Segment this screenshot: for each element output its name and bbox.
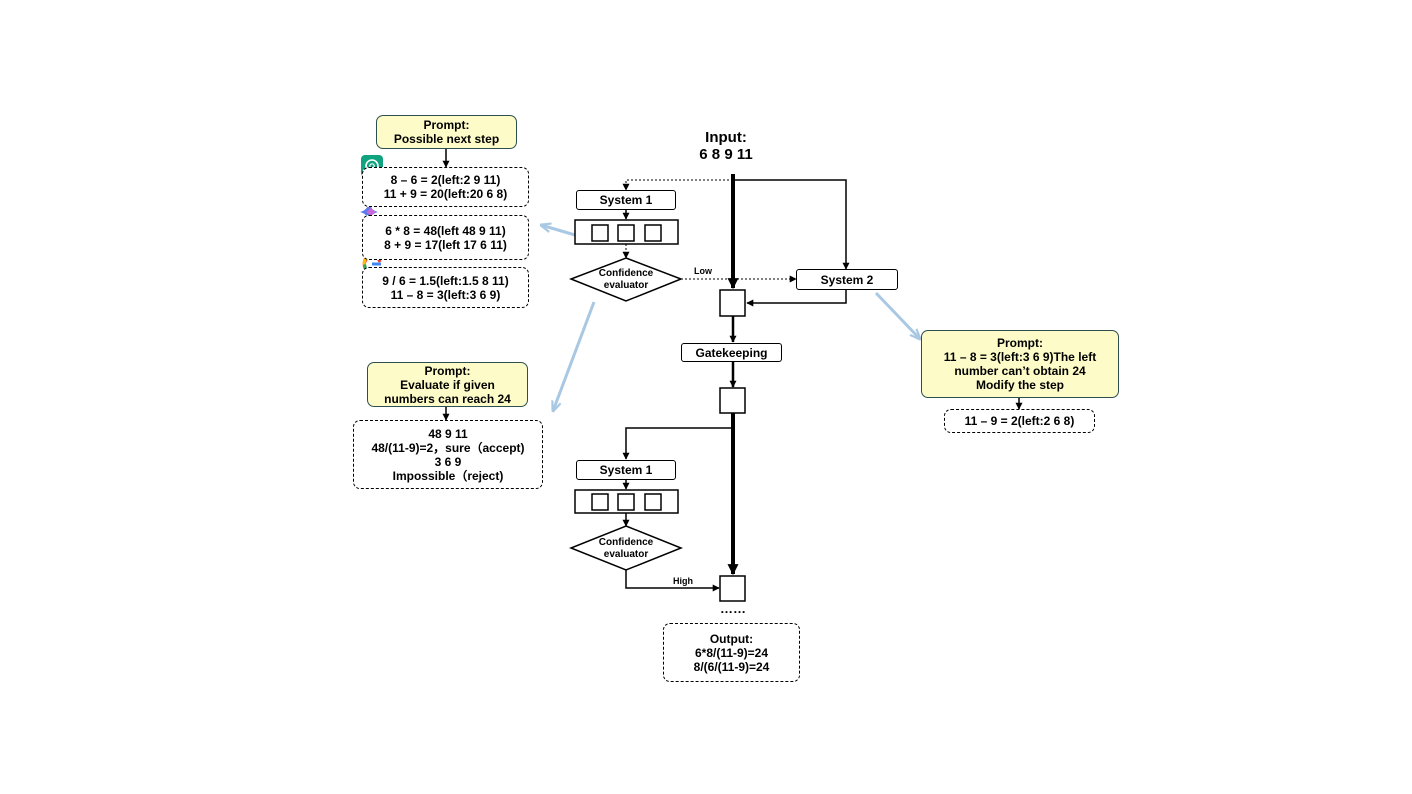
- proposal-box-google: 9 / 6 = 1.5(left:1.5 8 11) 11 – 8 = 3(le…: [362, 267, 529, 308]
- system1-bottom-node: System 1: [576, 460, 676, 480]
- candidate-bar-top: [574, 219, 679, 245]
- confidence-evaluator-top-label: Confidence evaluator: [598, 268, 654, 291]
- continuation-ellipsis: ……: [720, 601, 746, 616]
- input-label: Input: 6 8 9 11: [699, 129, 753, 163]
- system2-to-merge-connector: [746, 289, 847, 307]
- merge-square-2: [719, 387, 746, 414]
- pointer-system1-to-proposals: [541, 225, 576, 237]
- proposal-box-gemini: 6 * 8 = 48(left 48 9 11) 8 + 9 = 17(left…: [362, 215, 529, 260]
- confidence-evaluator-top-shape: [568, 257, 684, 302]
- input-to-system2-connector: [733, 179, 850, 270]
- confidence-evaluator-bottom-shape: [568, 525, 684, 571]
- prompt-next-step: Prompt: Possible next step: [376, 115, 517, 149]
- gatekeeping-node: Gatekeeping: [681, 343, 782, 362]
- proposal-box-chatgpt: 8 – 6 = 2(left:2 9 11) 11 + 9 = 20(left:…: [362, 167, 529, 207]
- merge-square-1: [719, 289, 746, 317]
- input-to-system1-connector: [622, 179, 733, 191]
- prompt-modify: Prompt: 11 – 8 = 3(left:3 6 9)The left n…: [921, 330, 1119, 398]
- system2-node: System 2: [796, 269, 898, 290]
- output-box: Output: 6*8/(11-9)=24 8/(6/(11-9)=24: [663, 623, 800, 682]
- system1-top-node: System 1: [576, 190, 676, 210]
- modified-step-box: 11 – 9 = 2(left:2 6 8): [944, 409, 1095, 433]
- low-edge-label: Low: [694, 266, 712, 276]
- evaluation-result-box: 48 9 11 48/(11-9)=2，sure（accept) 3 6 9 I…: [353, 420, 543, 489]
- high-branch-connector: [625, 570, 720, 592]
- branch-to-system1-connector: [622, 427, 733, 460]
- merge-square-3: [719, 575, 746, 602]
- pointer-system2-to-modify-prompt: [874, 291, 920, 339]
- confidence-evaluator-bottom-label: Confidence evaluator: [598, 537, 654, 560]
- prompt-evaluate: Prompt: Evaluate if given numbers can re…: [367, 362, 528, 407]
- high-edge-label: High: [673, 576, 693, 586]
- candidate-bar-bottom: [574, 489, 679, 514]
- pointer-evaluator-to-eval-prompt: [553, 301, 596, 411]
